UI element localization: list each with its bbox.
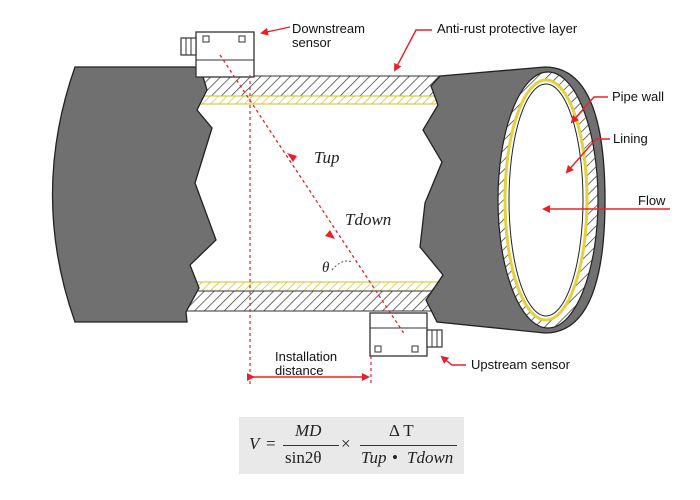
pipe-wall-label: Pipe wall — [612, 89, 665, 104]
callout-pipe-wall — [570, 96, 608, 124]
downstream-sensor-connector — [180, 37, 197, 56]
anti-rust-label: Anti-rust protective layer — [437, 21, 578, 36]
tdown-arrow — [325, 230, 335, 239]
lining-label: Lining — [613, 131, 648, 146]
downstream-sensor-label: Downstream sensor — [292, 22, 365, 50]
formula-box: V = MD sin2θ × Δ T Tup • Tdown — [239, 417, 464, 474]
left-pipe-section — [51, 66, 217, 323]
upstream-sensor-label: Upstream sensor — [471, 357, 570, 372]
upstream-sensor-connector — [426, 329, 443, 348]
formula-numerator-1: MD — [295, 421, 322, 440]
tup-label: Tup — [314, 148, 340, 167]
theta-arc — [331, 260, 353, 271]
callout-anti-rust — [394, 29, 432, 72]
callout-lining — [565, 138, 610, 174]
signal-path — [219, 54, 406, 336]
formula-fraction-bar-1 — [283, 445, 339, 446]
formula-times: × — [341, 434, 351, 453]
installation-distance-label: Installation distance — [275, 350, 337, 378]
formula-denominator-2-b: Tdown — [407, 448, 454, 467]
downstream-sensor-body — [195, 31, 255, 78]
tup-arrow — [287, 153, 297, 162]
installation-distance-line2: distance — [275, 363, 324, 378]
callout-downstream — [260, 26, 291, 36]
formula-denominator-1: sin2θ — [285, 448, 322, 467]
formula-dot: • — [392, 448, 398, 467]
formula-lhs: V — [249, 434, 260, 453]
callout-upstream — [440, 355, 466, 366]
formula-equals: = — [266, 434, 276, 453]
formula-fraction-bar-2 — [360, 445, 457, 446]
formula-denominator-2-a: Tup — [361, 448, 387, 467]
theta-label: θ — [322, 260, 330, 276]
downstream-sensor-line1: Downstream — [292, 21, 365, 36]
installation-distance-line1: Installation — [275, 349, 338, 364]
tdown-label: Tdown — [345, 210, 392, 229]
downstream-sensor-line2: sensor — [292, 35, 332, 50]
formula-numerator-2: Δ T — [389, 421, 414, 440]
flow-label: Flow — [638, 193, 666, 208]
